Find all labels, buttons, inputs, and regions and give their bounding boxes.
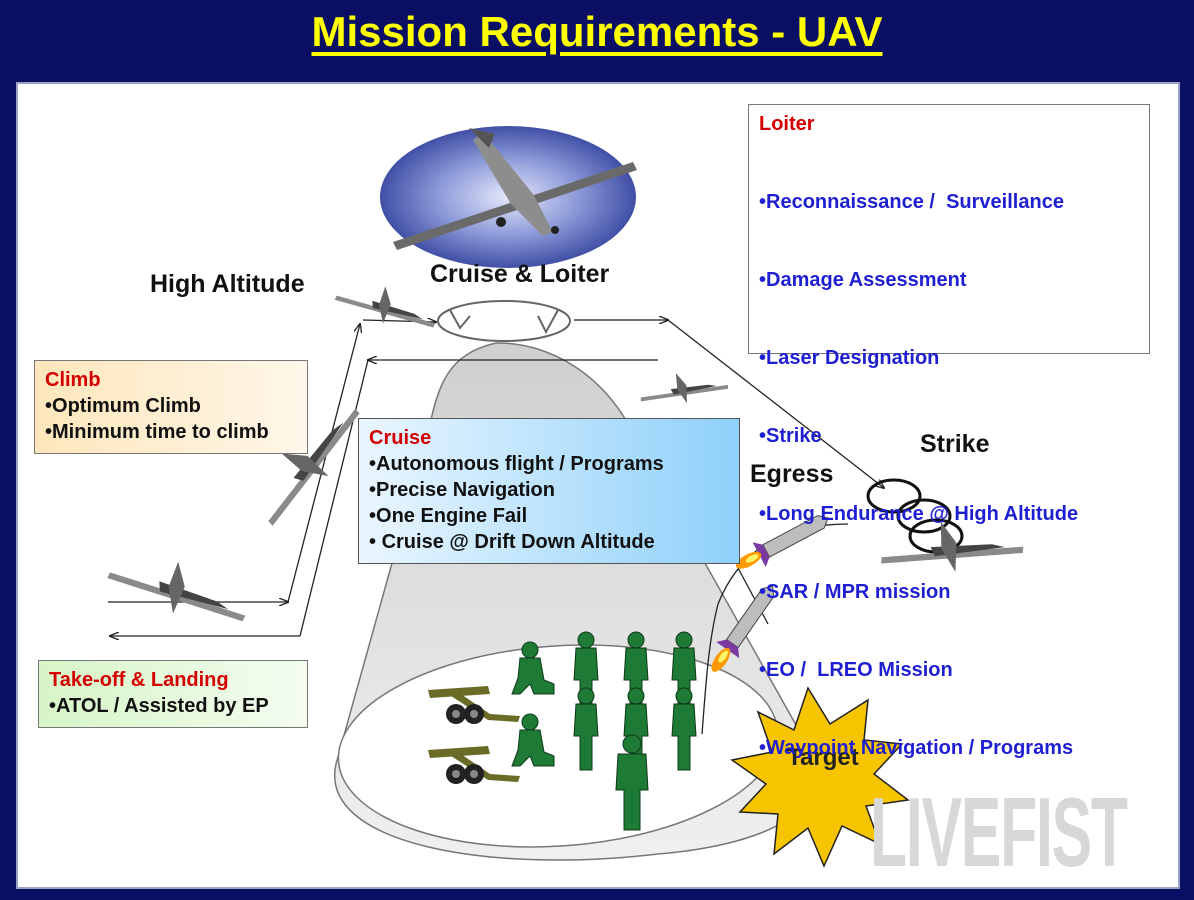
loiter-list: Reconnaissance / Surveillance Damage Ass… (759, 137, 1139, 813)
strike-uav-icon (881, 521, 1024, 572)
climb-heading: Climb (45, 369, 101, 391)
loiter-box: Loiter Reconnaissance / Surveillance Dam… (748, 104, 1150, 759)
cruise-list: Autonomous flight / Programs Precise Nav… (369, 451, 729, 555)
diagram-panel: LIVEFIST High Altitude Cruise & Loiter S… (16, 82, 1180, 889)
takeoff-heading: Take-off & Landing (49, 669, 229, 691)
standing-soldier-icon-6 (671, 687, 697, 771)
commander-soldier-icon (615, 734, 649, 831)
high-altitude-uav-icon (334, 286, 436, 328)
cruise-item: One Engine Fail (369, 503, 729, 529)
climb-box: Climb Optimum Climb Minimum time to clim… (34, 360, 308, 454)
takeoff-landing-box: Take-off & Landing ATOL / Assisted by EP (38, 660, 308, 728)
kneeling-soldier-icon (511, 641, 555, 695)
climb-uav-icon (268, 408, 360, 526)
loiter-heading: Loiter (759, 113, 815, 135)
loiter-item: Laser Designation (759, 345, 1139, 371)
standing-soldier-icon-4 (573, 687, 599, 771)
climb-item: Minimum time to climb (45, 419, 297, 445)
loiter-circle-arrows (437, 300, 571, 342)
label-cruise-loiter: Cruise & Loiter (430, 260, 610, 288)
cruise-item: Precise Navigation (369, 477, 729, 503)
loiter-item: EO / LREO Mission (759, 657, 1139, 683)
climb-item: Optimum Climb (45, 393, 297, 419)
cruise-heading: Cruise (369, 427, 432, 449)
soldiers-group (511, 631, 697, 831)
cruise-item: Autonomous flight / Programs (369, 451, 729, 477)
cruise-item: Cruise @ Drift Down Altitude (369, 529, 729, 555)
cruise-box: Cruise Autonomous flight / Programs Prec… (358, 418, 740, 564)
loiter-item: SAR / MPR mission (759, 579, 1139, 605)
egress-down-line (737, 567, 769, 625)
page-title: Mission Requirements - UAV (311, 8, 883, 55)
artillery-gun-icon (428, 686, 520, 724)
kneeling-soldier-icon-2 (511, 713, 555, 767)
watermark: LIVEFIST (870, 777, 1128, 887)
descent-path-line (299, 359, 369, 637)
loiter-item: Long Endurance @ High Altitude (759, 501, 1139, 527)
to-strike-line (667, 319, 884, 488)
loiter-item: Waypoint Navigation / Programs (759, 735, 1139, 761)
takeoff-item: ATOL / Assisted by EP (49, 693, 297, 719)
climb-path-line (287, 324, 360, 603)
artillery-gun-icon-2 (428, 746, 520, 784)
label-egress: Egress (750, 460, 834, 488)
loiter-item: Strike (759, 423, 1139, 449)
label-high-altitude: High Altitude (150, 270, 305, 298)
loiter-item: Damage Assessment (759, 267, 1139, 293)
loiter-item: Reconnaissance / Surveillance (759, 189, 1139, 215)
climb-list: Optimum Climb Minimum time to climb (45, 393, 297, 445)
cruise-aircraft-icon (393, 128, 637, 250)
takeoff-list: ATOL / Assisted by EP (49, 693, 297, 719)
return-uav-icon (640, 373, 728, 404)
takeoff-uav-icon (107, 561, 246, 622)
